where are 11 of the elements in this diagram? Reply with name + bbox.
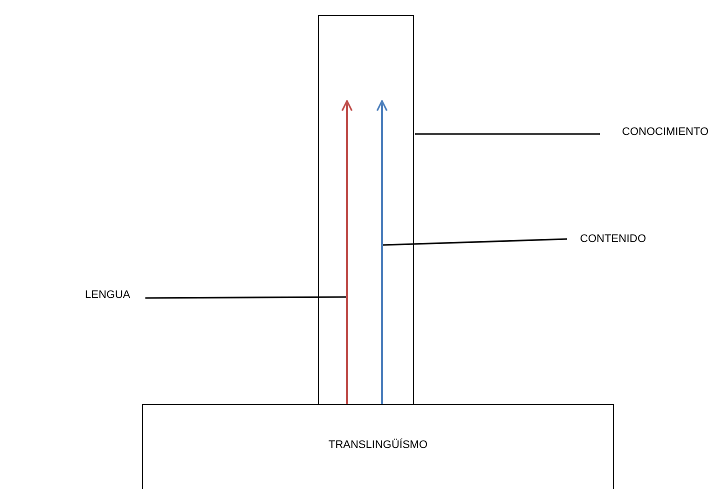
label-text: CONTENIDO (580, 233, 646, 245)
leader-line (382, 238, 568, 246)
arrow (341, 100, 353, 404)
leader-line (145, 296, 346, 299)
pillar-box (318, 15, 414, 405)
leader-line (415, 133, 600, 135)
label-text: CONOCIMIENTO (622, 126, 709, 138)
base-box (142, 404, 614, 489)
arrow (376, 100, 388, 404)
label-text: LENGUA (85, 289, 130, 301)
box-label: TRANSLINGÜÍSMO (328, 439, 428, 451)
